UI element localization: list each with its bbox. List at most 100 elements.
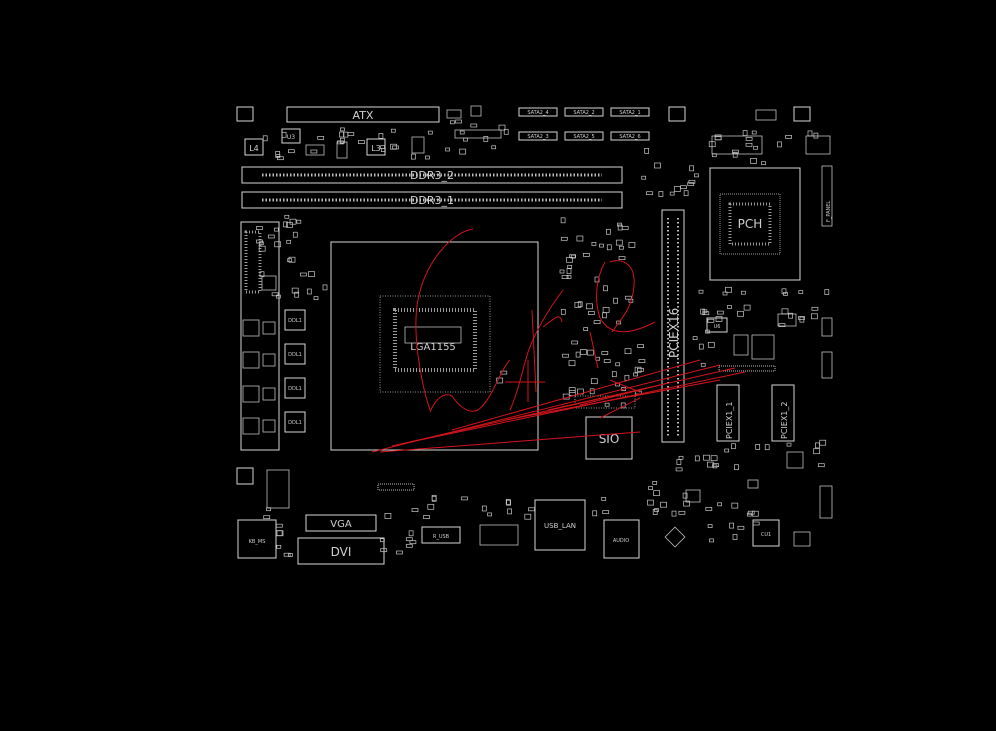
sata-connector[interactable] [610, 107, 650, 117]
smd-pad [742, 130, 748, 136]
l4-label: L4 [249, 144, 259, 153]
smd-pad [606, 244, 612, 251]
dvi-port[interactable] [297, 537, 385, 565]
smd-pad [450, 120, 455, 125]
smd-pad [678, 510, 686, 515]
smd-pad [427, 130, 433, 135]
cu1-chip[interactable] [752, 519, 780, 547]
smd-pads [256, 119, 830, 557]
smd-pad [498, 124, 506, 131]
smd-pad [611, 371, 617, 378]
smd-pad [813, 132, 819, 139]
smd-pad [583, 253, 590, 257]
smd-pad [455, 119, 462, 124]
smd-pad [654, 508, 659, 512]
atx-connector[interactable]: ATX [286, 106, 440, 123]
smd-pad [286, 222, 293, 228]
r-usb-label: R_USB [433, 534, 450, 540]
smd-pad [705, 507, 713, 511]
smd-pad [811, 313, 818, 320]
ddr3-slot-2[interactable]: DDR3_2 [241, 166, 623, 184]
smd-pad [390, 143, 397, 150]
smd-pad [683, 500, 690, 507]
smd-pad [396, 550, 403, 555]
smd-pad [813, 448, 820, 455]
sata-connector[interactable] [564, 107, 604, 117]
smd-pad [459, 130, 465, 135]
ddl-label: DDL1 [288, 352, 302, 358]
ddl-label: DDL1 [288, 318, 302, 324]
smd-pad [256, 226, 263, 230]
smd-pad [583, 327, 589, 331]
pciex1-slot-1[interactable]: PCIEX1_1 [716, 384, 740, 442]
sata-connector[interactable] [610, 131, 650, 141]
f-panel-label: F_PANEL [826, 201, 832, 222]
smd-pad [654, 162, 661, 169]
smd-pad [824, 289, 830, 295]
kb-ms-port[interactable] [237, 519, 277, 559]
smd-pad [751, 510, 759, 517]
smd-pad [445, 147, 450, 152]
sata-label: SATA2_4 [527, 110, 548, 116]
smd-pad [289, 218, 297, 225]
smd-pad [694, 173, 699, 178]
smd-pad [588, 311, 595, 315]
smd-pad [423, 515, 430, 519]
smd-pad [560, 308, 566, 315]
smd-pad [358, 140, 365, 144]
smd-pad [568, 360, 576, 367]
usb-lan-port[interactable] [534, 499, 586, 551]
smd-pad [628, 242, 636, 248]
smd-pad [689, 165, 694, 172]
smd-pad [487, 512, 492, 517]
smd-pad [745, 137, 753, 141]
smd-pad [708, 141, 716, 148]
sio-label: SIO [599, 432, 620, 446]
ddr3-1-label: DDR3_1 [410, 194, 454, 207]
smd-pad [339, 131, 344, 138]
vga-port[interactable] [305, 514, 377, 532]
sata-label: SATA2_6 [619, 134, 640, 140]
pciex16-slot[interactable]: PCIEX16 [661, 209, 685, 443]
audio-port[interactable] [603, 519, 640, 559]
sata-connector[interactable] [518, 131, 558, 141]
sata-connector[interactable] [518, 107, 558, 117]
smd-pad [258, 245, 266, 252]
smd-pad [682, 492, 688, 499]
smd-pad [785, 135, 792, 139]
pciex1-slot-2[interactable]: PCIEX1_2 [771, 384, 795, 442]
smd-pad [798, 316, 805, 320]
smd-pad [698, 289, 704, 294]
smd-pad [580, 349, 587, 355]
smd-pad [737, 525, 745, 530]
smd-pad [761, 161, 766, 166]
smd-pad [764, 444, 770, 451]
smd-pad [815, 442, 820, 449]
smd-pad [306, 288, 312, 295]
sio-chip[interactable]: SIO [574, 395, 636, 460]
ddr3-slot-1[interactable]: DDR3_1 [241, 191, 623, 209]
smd-pad [411, 153, 416, 160]
sata-connector[interactable] [564, 131, 604, 141]
sata-label: SATA2_3 [527, 134, 548, 140]
smd-pad [615, 362, 621, 367]
smd-pad [658, 191, 664, 197]
smd-pad [799, 316, 805, 323]
smd-pad [263, 515, 271, 520]
pch-chip[interactable]: PCH F_PANEL [709, 109, 833, 281]
cpu-socket[interactable]: LGA1155 [330, 241, 539, 451]
smd-pad [732, 151, 738, 158]
r-usb-port[interactable] [421, 526, 461, 544]
sata-label: SATA2_5 [573, 134, 594, 140]
smd-pad [500, 370, 508, 375]
smd-pad [751, 130, 757, 135]
smd-pad [603, 359, 611, 363]
smd-pad [276, 530, 284, 537]
smd-pad [601, 497, 607, 501]
smd-pad [592, 510, 598, 517]
smd-pad [680, 185, 687, 190]
smd-pad [567, 264, 573, 269]
smd-pad [604, 402, 610, 407]
smd-pad [653, 490, 660, 496]
smd-pad [710, 455, 718, 462]
